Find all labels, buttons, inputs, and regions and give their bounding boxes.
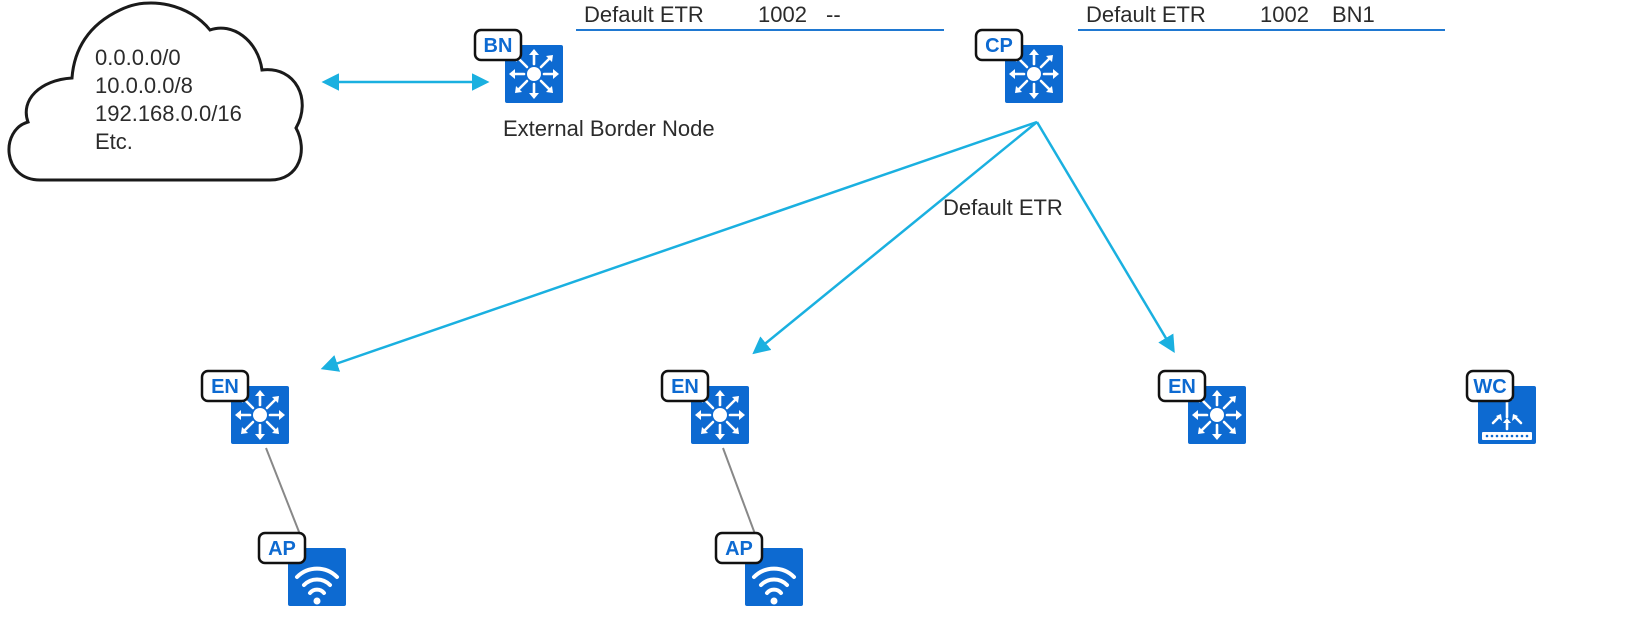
border-node-caption: External Border Node (503, 116, 715, 141)
border-table-rloc: -- (826, 2, 841, 27)
svg-text:EN: EN (1168, 376, 1196, 398)
access-point-2-badge: AP (714, 531, 764, 565)
svg-text:AP: AP (725, 538, 753, 560)
external-network-cloud (7, 1, 304, 182)
cloud-route-item: 0.0.0.0/0 (95, 45, 181, 70)
cp-table-rloc: BN1 (1332, 2, 1375, 27)
svg-text:EN: EN (671, 376, 699, 398)
edge-node-2-badge: EN (660, 369, 710, 403)
control-plane-badge: CP (974, 28, 1024, 62)
en2-ap2-wire (722, 447, 759, 543)
border-node-badge: BN (473, 28, 523, 62)
svg-text:AP: AP (268, 538, 296, 560)
edge-node-1-badge: EN (200, 369, 250, 403)
cp-en2-arrow (752, 121, 1038, 355)
cloud-route-item: 10.0.0.0/8 (95, 73, 193, 98)
svg-text:CP: CP (985, 35, 1013, 57)
border-table-row: Default ETR 1002 -- (584, 4, 944, 28)
access-point-1-badge: AP (257, 531, 307, 565)
wireless-controller-badge: WC (1465, 369, 1515, 403)
cp-table-eid: Default ETR (1086, 2, 1206, 27)
cp-table-instance: 1002 (1260, 2, 1309, 27)
svg-text:WC: WC (1473, 376, 1506, 398)
cloud-route-item: 192.168.0.0/16 (95, 101, 242, 126)
svg-text:BN: BN (484, 35, 513, 57)
cloud-route-item: Etc. (95, 129, 133, 154)
map-reply-label: Default ETR (943, 195, 1063, 220)
border-table-eid: Default ETR (584, 2, 704, 27)
border-table-instance: 1002 (758, 2, 807, 27)
cp-en1-arrow (320, 120, 1038, 372)
svg-text:EN: EN (211, 376, 239, 398)
edge-node-3-badge: EN (1157, 369, 1207, 403)
cp-table-row: Default ETR 1002 BN1 (1086, 4, 1446, 28)
en1-ap1-wire (265, 447, 304, 543)
cp-en3-arrow (1035, 121, 1175, 354)
cloud-route-list: 0.0.0.0/0 10.0.0.0/8 192.168.0.0/16 Etc. (95, 44, 242, 156)
